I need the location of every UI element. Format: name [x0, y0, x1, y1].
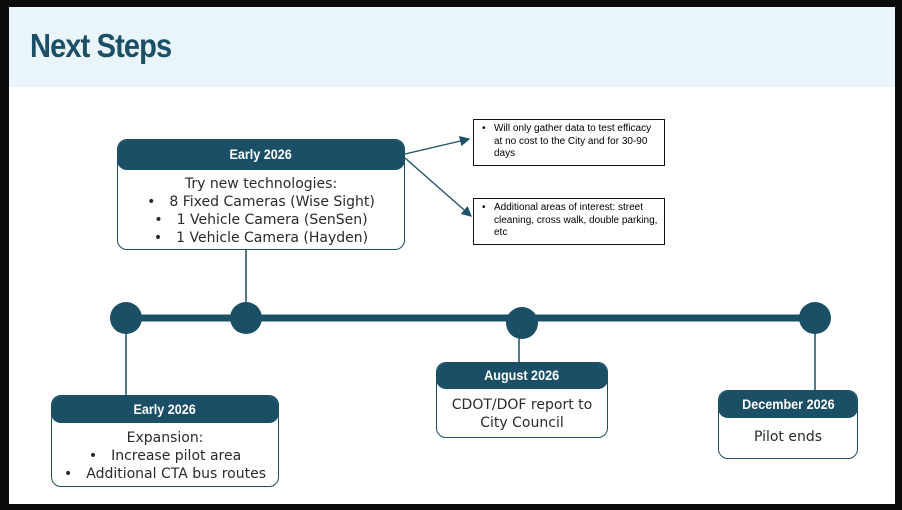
note-text: Will only gather data to test efficacy a… — [482, 123, 658, 161]
card-text-line: City Council — [480, 415, 564, 431]
page-title: Next Steps — [30, 27, 172, 64]
card-header: Early 2026 — [118, 140, 404, 170]
milestone-dot-new-tech — [230, 302, 262, 334]
list-item: Increase pilot area — [52, 447, 278, 465]
note-interest: Additional areas of interest: street cle… — [473, 198, 665, 245]
card-body: Try new technologies: 8 Fixed Cameras (W… — [118, 175, 404, 247]
card-header: December 2026 — [719, 391, 857, 418]
card-header: August 2026 — [437, 363, 607, 389]
milestone-dot-december — [799, 302, 831, 334]
milestone-card-early-2026-top: Early 2026 Try new technologies: 8 Fixed… — [117, 139, 405, 250]
list-item: Additional CTA bus routes — [52, 465, 278, 483]
list-item: 8 Fixed Cameras (Wise Sight) — [118, 193, 404, 211]
technology-list: 8 Fixed Cameras (Wise Sight) 1 Vehicle C… — [118, 193, 404, 247]
card-header-label: Early 2026 — [229, 146, 293, 162]
slide: Next Steps Early 2026 Try new technologi… — [9, 7, 895, 504]
arrow-to-interest-note — [404, 157, 472, 217]
card-heading: Expansion: — [126, 430, 204, 446]
milestone-card-august-2026: August 2026 CDOT/DOF report to City Coun… — [436, 362, 608, 438]
list-item: 1 Vehicle Camera (Hayden) — [118, 229, 404, 247]
note-text: Additional areas of interest: street cle… — [482, 202, 658, 240]
note-efficacy: Will only gather data to test efficacy a… — [473, 119, 665, 166]
card-header: Early 2026 — [52, 396, 278, 423]
card-header-label: December 2026 — [741, 396, 835, 412]
milestone-card-early-2026-bottom: Early 2026 Expansion: Increase pilot are… — [51, 395, 279, 487]
card-body: CDOT/DOF report to City Council — [437, 396, 607, 432]
expansion-list: Increase pilot area Additional CTA bus r… — [52, 447, 278, 483]
milestone-dot-expansion — [110, 302, 142, 334]
card-body: Expansion: Increase pilot area Additiona… — [52, 429, 278, 483]
card-heading: Try new technologies: — [184, 176, 338, 192]
list-item: 1 Vehicle Camera (SenSen) — [118, 211, 404, 229]
title-band: Next Steps — [9, 7, 895, 87]
card-text: Pilot ends — [753, 429, 823, 445]
milestone-card-december-2026: December 2026 Pilot ends — [718, 390, 858, 459]
milestone-dot-august — [506, 307, 538, 339]
card-header-label: August 2026 — [484, 367, 560, 383]
arrow-to-efficacy-note — [404, 136, 471, 155]
card-header-label: Early 2026 — [133, 401, 197, 417]
card-body: Pilot ends — [719, 428, 857, 446]
card-text-line: CDOT/DOF report to — [451, 397, 593, 413]
